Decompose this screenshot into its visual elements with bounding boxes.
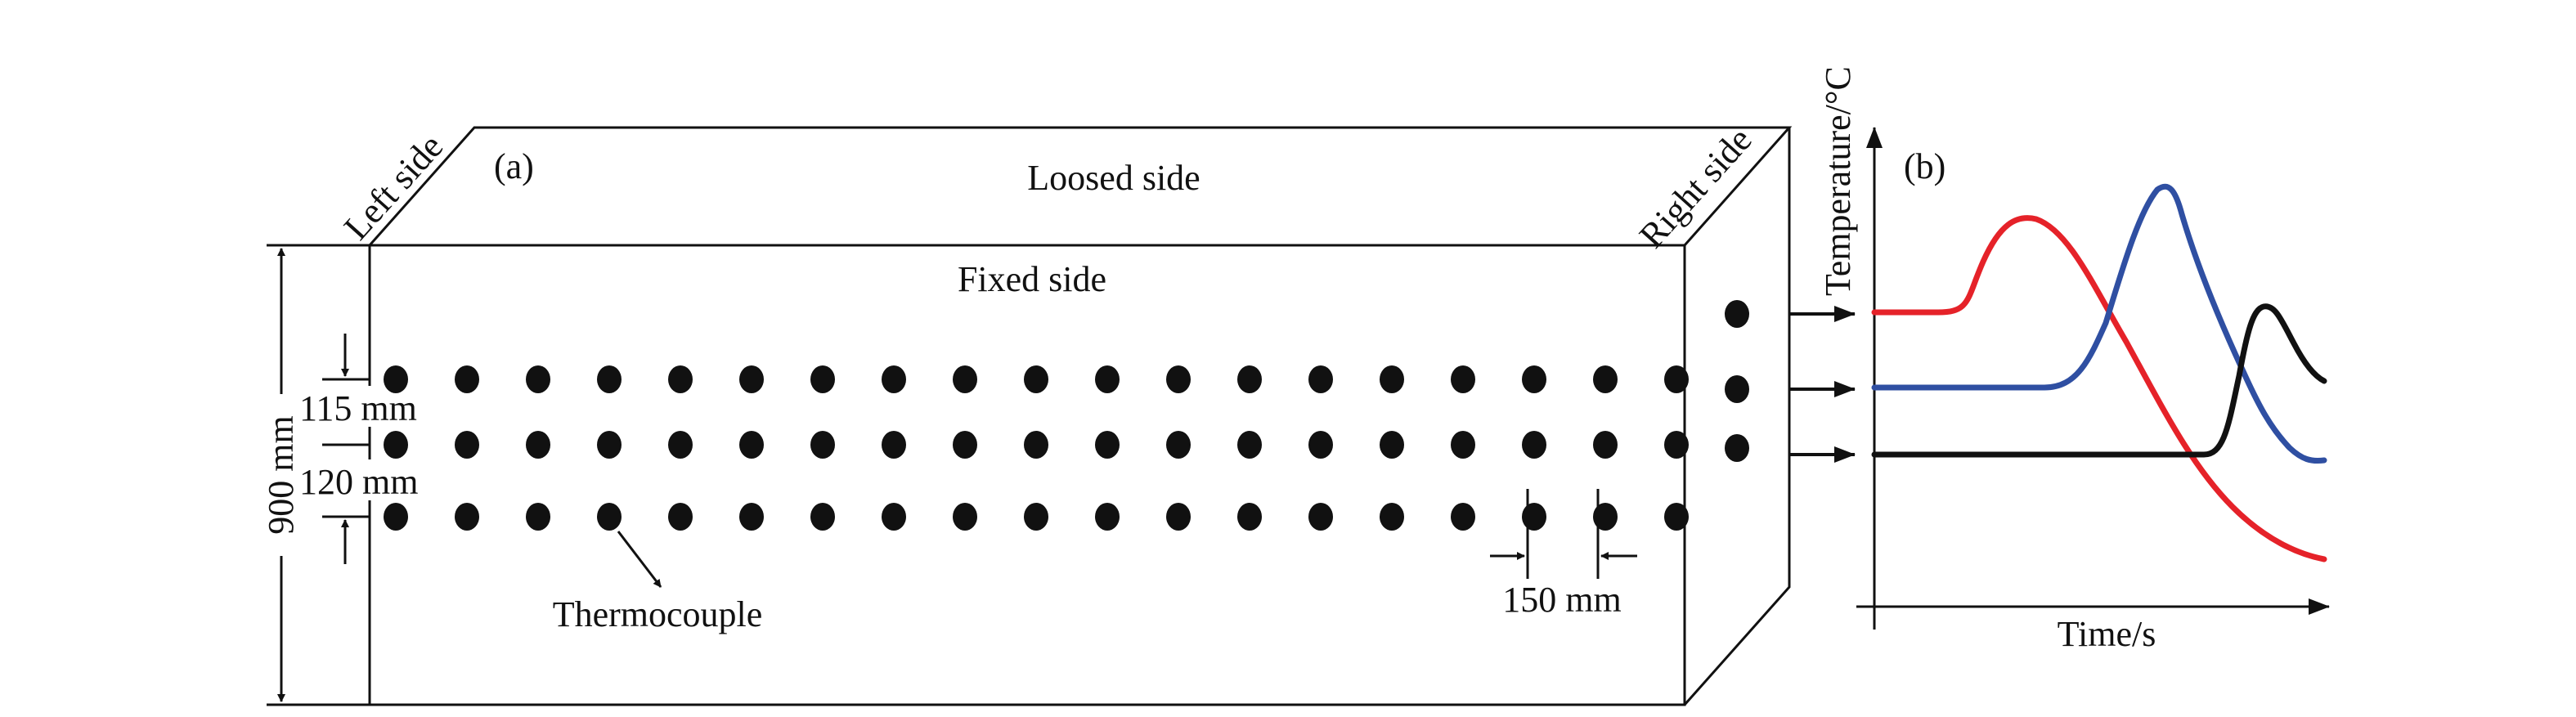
column-spacing-label: 150 mm (1502, 580, 1621, 620)
y-axis-label: Temperature/°C (1818, 66, 1858, 296)
right-face (1683, 128, 1791, 706)
label-mask-1 (299, 386, 376, 427)
thermocouple-dot (455, 365, 479, 393)
thermocouple-dot (739, 431, 764, 459)
thermocouple-dot (1308, 431, 1333, 459)
thermocouple-dot (1095, 503, 1120, 531)
thermocouple-dot (739, 365, 764, 393)
connector-arrows (1789, 306, 1856, 463)
thermocouple-label: Thermocouple (553, 594, 763, 634)
thermocouple-dot (597, 365, 622, 393)
thermocouple-dot (1237, 365, 1262, 393)
left-face-label: Left side (336, 127, 451, 248)
thermocouple-dot (810, 431, 835, 459)
thermocouple-dot (526, 431, 550, 459)
thermocouple-dot (1024, 431, 1048, 459)
thermocouple-dot (739, 503, 764, 531)
side-thermocouple-dot (1725, 434, 1749, 462)
thermocouple-dot (668, 431, 693, 459)
temperature-curves (1871, 183, 2327, 562)
thermocouple-dot (1380, 365, 1404, 393)
panel-b-tag: (b) (1904, 146, 1945, 186)
curve-middle-thermocouple (1871, 183, 2327, 464)
thermocouple-dot (668, 503, 693, 531)
thermocouple-dot (455, 503, 479, 531)
graph-axes (1856, 127, 2330, 630)
right-face-label: Right side (1631, 119, 1760, 255)
thermocouple-dot (1024, 365, 1048, 393)
thermocouple-dot (882, 431, 906, 459)
thermocouple-dot (1237, 503, 1262, 531)
label-mask-2 (299, 459, 376, 500)
thermocouple-dot (526, 503, 550, 531)
side-thermocouple-column (1725, 300, 1749, 462)
thermocouple-dot (1308, 365, 1333, 393)
thermocouple-dot (1593, 365, 1618, 393)
thermocouple-dot (882, 365, 906, 393)
thermocouple-dot (1095, 365, 1120, 393)
panel-a-tag: (a) (494, 146, 534, 186)
thermocouple-dot (1380, 431, 1404, 459)
front-face-label: Fixed side (958, 259, 1106, 299)
thermocouple-dot (1166, 365, 1191, 393)
column-spacing-dimension (1490, 489, 1637, 579)
thermocouple-dot (1451, 431, 1475, 459)
thermocouple-dot (1237, 431, 1262, 459)
thermocouple-dot (882, 503, 906, 531)
thermocouple-dot (455, 431, 479, 459)
curve-bottom-thermocouple (1871, 303, 2327, 458)
thermocouple-dot (1095, 431, 1120, 459)
row-gap-label-2: 120 mm (299, 462, 418, 502)
thermocouple-dot (1308, 503, 1333, 531)
thermocouple-dot (384, 431, 408, 459)
top-face (368, 126, 1793, 246)
thermocouple-dot (1024, 503, 1048, 531)
thermocouple-dot (1451, 365, 1475, 393)
thermocouple-dot (953, 431, 977, 459)
thermocouple-dot (1451, 503, 1475, 531)
height-dimension-label: 900 mm (261, 415, 301, 534)
thermocouple-dot (1166, 503, 1191, 531)
row-gap-dimension (322, 334, 370, 564)
x-axis-label: Time/s (2058, 614, 2156, 654)
front-face (368, 244, 1686, 706)
thermocouple-dot (668, 365, 693, 393)
thermocouple-dot (953, 503, 977, 531)
thermocouple-grid (384, 365, 1689, 531)
thermocouple-dot (1522, 365, 1546, 393)
thermocouple-dot (384, 365, 408, 393)
height-dimension (267, 244, 370, 706)
thermocouple-dot (1664, 431, 1689, 459)
thermocouple-dot (597, 431, 622, 459)
side-thermocouple-dot (1725, 375, 1749, 403)
thermocouple-dot (597, 503, 622, 531)
row-gap-label-1: 115 mm (299, 388, 417, 428)
thermocouple-dot (526, 365, 550, 393)
thermocouple-dot (1380, 503, 1404, 531)
curve-top-thermocouple (1871, 215, 2327, 562)
thermocouple-dot (953, 365, 977, 393)
side-thermocouple-dot (1725, 300, 1749, 328)
thermocouple-dot (1593, 431, 1618, 459)
top-face-label: Loosed side (1027, 158, 1200, 198)
thermocouple-dot (1522, 503, 1546, 531)
thermocouple-dot (1522, 431, 1546, 459)
thermocouple-dot (1664, 503, 1689, 531)
thermocouple-dot (810, 503, 835, 531)
thermocouple-pointer (617, 531, 662, 588)
thermocouple-dot (810, 365, 835, 393)
thermocouple-dot (384, 503, 408, 531)
thermocouple-dot (1664, 365, 1689, 393)
thermocouple-dot (1166, 431, 1191, 459)
